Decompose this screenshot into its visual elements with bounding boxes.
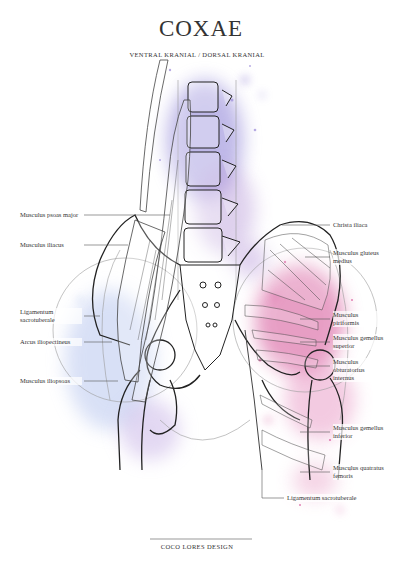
view-subtitle: VENTRAL KRANIAL / DORSAL KRANIAL	[0, 51, 398, 59]
outline-guides	[53, 80, 377, 440]
right-muscles	[245, 234, 330, 470]
muscle-label: Musculus psoas major	[20, 211, 82, 219]
ligament-label: Ligamentum sacrotuberale	[287, 494, 387, 502]
muscle-label: Musculus iliopsoas	[20, 377, 82, 385]
watercolor	[65, 65, 355, 513]
muscle-label: Musculus piriformis	[333, 311, 385, 327]
muscle-label: Musculus iliacus	[20, 241, 82, 249]
designer-credit: COCO LORES DESIGN	[0, 543, 398, 551]
ligament-label: Ligamentum sacrotuberale	[20, 308, 82, 324]
muscle-label: Musculus gemellus superior	[333, 334, 385, 350]
poster-title: COXAE	[0, 16, 402, 42]
left-muscles	[117, 60, 190, 402]
muscle-label: Musculus quatratus femoris	[333, 464, 385, 480]
right-hip-bone	[235, 222, 343, 480]
muscle-label: Musculus gemellus inferior	[333, 424, 385, 440]
muscle-label: Musculus gluteus medius	[333, 249, 385, 265]
structure-label: Arcus iliopectineus	[20, 338, 82, 346]
leader-lines	[84, 215, 330, 539]
structure-label: Christa iliaca	[333, 221, 385, 229]
muscle-label: Musculus obturatorius internus	[333, 358, 385, 382]
